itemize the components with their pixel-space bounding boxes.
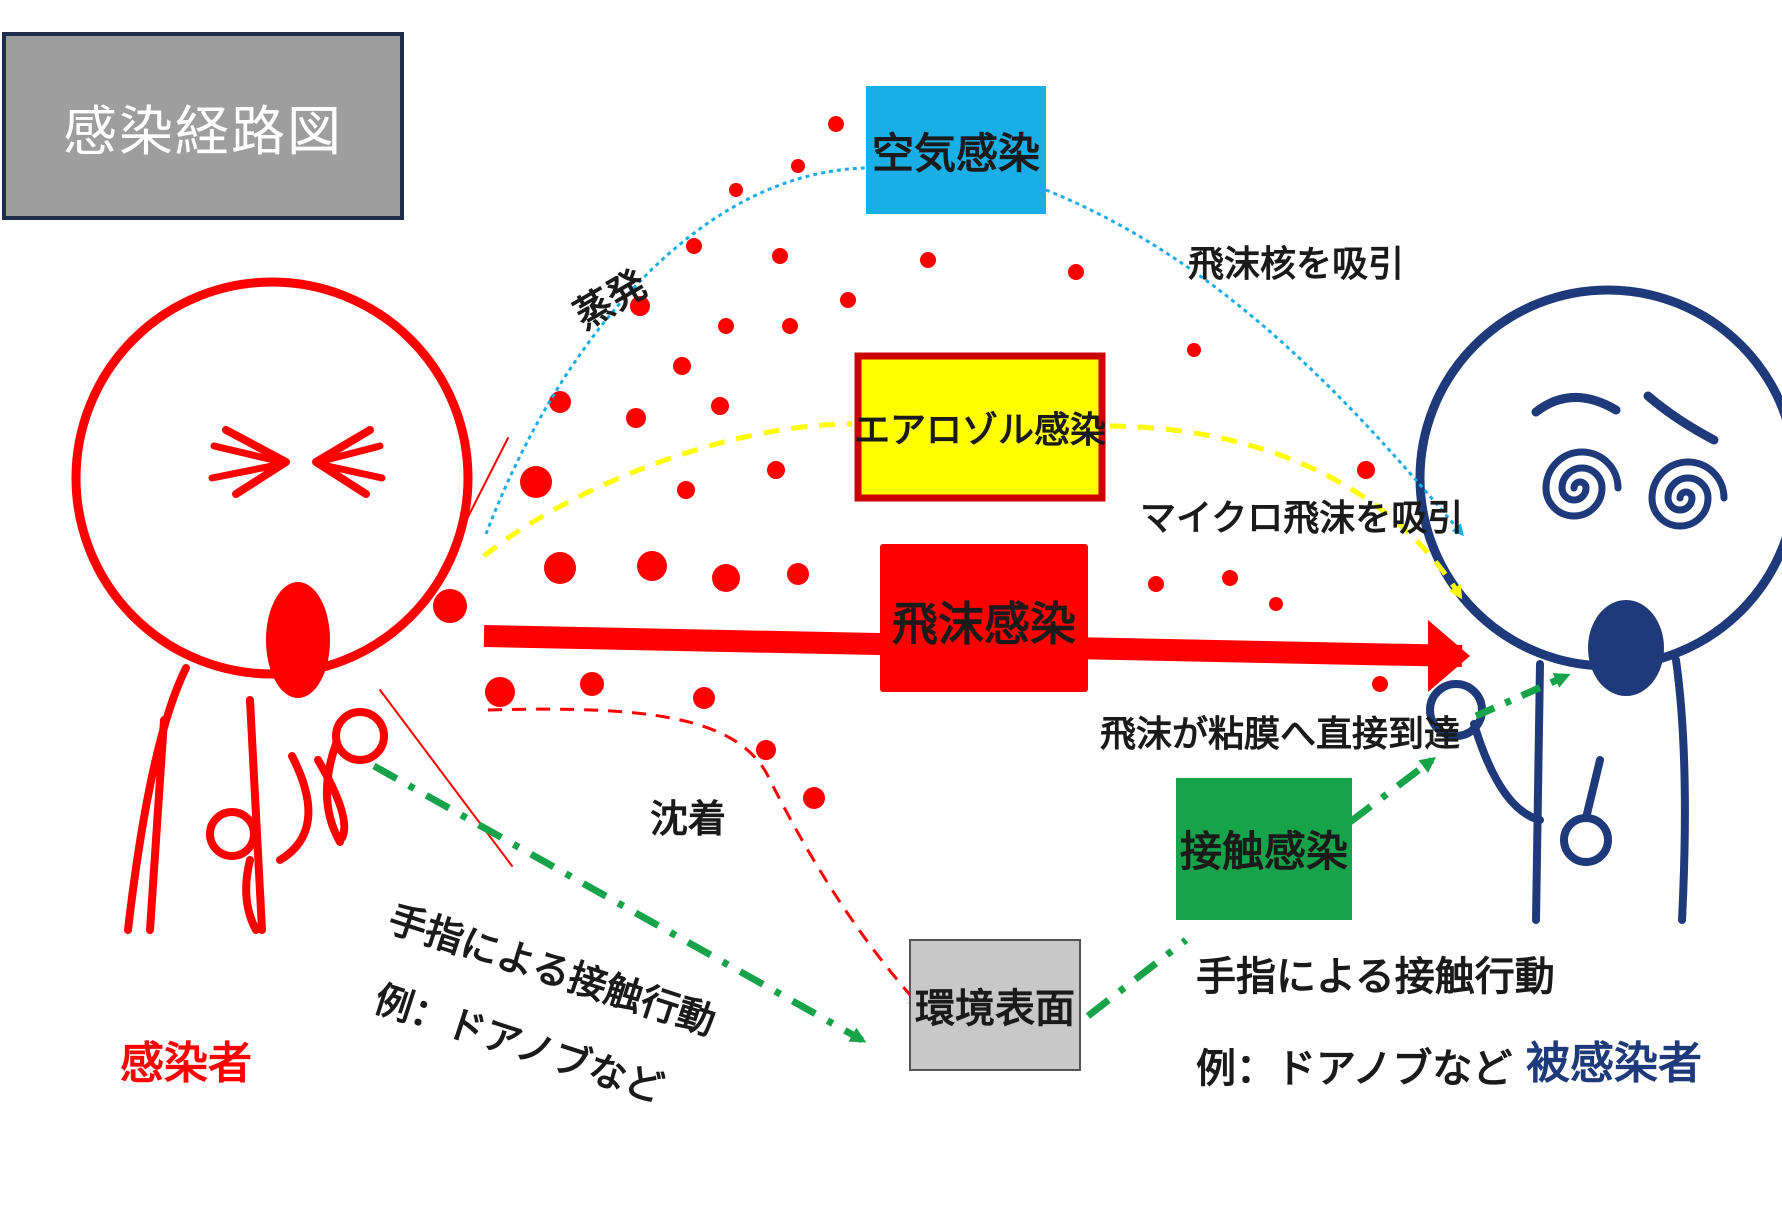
droplet bbox=[637, 551, 667, 581]
evaporation-label: 蒸発 bbox=[567, 261, 656, 338]
contact-to-mouth-path bbox=[1474, 672, 1571, 720]
droplet bbox=[433, 589, 467, 623]
droplet bbox=[673, 357, 691, 375]
droplet bbox=[693, 687, 715, 709]
droplet bbox=[520, 466, 552, 498]
droplet bbox=[626, 408, 646, 428]
droplet bbox=[772, 248, 788, 264]
infected-person-label: 感染者 bbox=[120, 1038, 252, 1089]
droplet-route-box: 飛沫感染 bbox=[880, 544, 1088, 692]
settling-label: 沈着 bbox=[650, 797, 726, 841]
droplet bbox=[1148, 576, 1164, 592]
droplet bbox=[729, 183, 743, 197]
susceptible-hand-lower bbox=[1560, 814, 1612, 866]
infected-eye-left bbox=[222, 426, 290, 498]
inhale-micro-label: マイクロ飛沫を吸引 bbox=[1140, 498, 1463, 539]
susceptible-eye-left-spiral bbox=[1542, 448, 1622, 520]
susceptible-body-right bbox=[1672, 656, 1689, 924]
droplet bbox=[711, 397, 729, 415]
droplet bbox=[803, 787, 825, 809]
infected-body bbox=[124, 664, 190, 934]
droplet bbox=[791, 159, 805, 173]
infected-head bbox=[71, 277, 473, 679]
infected-spray-line-bottom bbox=[379, 689, 513, 867]
droplet bbox=[787, 563, 809, 585]
example-right-label: 例：ドアノブなど bbox=[1196, 1046, 1512, 1092]
droplet bbox=[580, 672, 604, 696]
environment-surface-box-bg bbox=[909, 939, 1081, 1071]
aerosol-route-box-bg bbox=[854, 352, 1106, 502]
droplet bbox=[1269, 597, 1283, 611]
airborne-route-box: 空気感染 bbox=[866, 86, 1046, 214]
infected-arm bbox=[276, 752, 349, 864]
environment-surface-label: 環境表面 bbox=[915, 986, 1075, 1032]
infected-hand-wrist bbox=[322, 740, 344, 846]
droplet bbox=[544, 552, 576, 584]
droplet bbox=[712, 564, 740, 592]
infected-mouth bbox=[266, 582, 330, 698]
infected-person bbox=[71, 277, 513, 934]
infected-eye-left-lashes bbox=[208, 442, 286, 482]
droplet bbox=[782, 318, 798, 334]
infected-eye-right-lashes bbox=[314, 442, 386, 482]
droplet-route-label: 飛沫感染 bbox=[892, 597, 1076, 651]
hand-contact-right-label: 手指による接触行動 bbox=[1196, 954, 1555, 1000]
susceptible-person bbox=[1415, 285, 1782, 924]
page-title: 感染経路図 bbox=[63, 99, 343, 163]
droplet bbox=[1187, 343, 1201, 357]
airborne-route-path bbox=[484, 166, 1462, 534]
inhale-nuclei-label: 飛沫核を吸引 bbox=[1188, 244, 1404, 285]
susceptible-person-label: 被感染者 bbox=[1526, 1038, 1702, 1089]
droplet bbox=[1222, 570, 1238, 586]
droplet bbox=[756, 740, 776, 760]
settling-route-path bbox=[487, 707, 923, 1009]
droplet bbox=[677, 481, 695, 499]
droplet bbox=[718, 318, 734, 334]
environment-surface-box: 環境表面 bbox=[909, 939, 1081, 1071]
aerosol-route-label: エアロゾル感染 bbox=[854, 410, 1106, 451]
infected-torso-right bbox=[242, 696, 266, 934]
droplet bbox=[828, 116, 844, 132]
droplet bbox=[485, 677, 515, 707]
aerosol-route-path bbox=[482, 421, 1460, 596]
infected-spray-line-top bbox=[435, 437, 509, 581]
infected-hand bbox=[332, 708, 388, 764]
contact-route-box: 接触感染 bbox=[1176, 778, 1352, 920]
airborne-route-label: 空気感染 bbox=[872, 129, 1040, 178]
droplet-arrowhead bbox=[1428, 620, 1470, 692]
title-box: 感染経路図 bbox=[2, 32, 404, 220]
droplet-particles bbox=[433, 116, 1388, 809]
droplet bbox=[549, 391, 571, 413]
droplet bbox=[686, 238, 702, 254]
contact-route-label: 接触感染 bbox=[1180, 827, 1348, 876]
susceptible-brow-left bbox=[1531, 393, 1621, 417]
droplet bbox=[630, 296, 650, 316]
susceptible-brow-right bbox=[1643, 391, 1719, 445]
direct-mucosa-label: 飛沫が粘膜へ直接到達 bbox=[1100, 714, 1460, 755]
susceptible-mouth bbox=[1588, 600, 1664, 696]
susceptible-arm bbox=[1470, 720, 1544, 824]
droplet bbox=[1357, 461, 1375, 479]
susceptible-body-left bbox=[1532, 660, 1544, 924]
droplet bbox=[767, 461, 785, 479]
airborne-route-box-bg bbox=[866, 86, 1046, 214]
susceptible-arm-lower bbox=[1582, 756, 1604, 822]
infected-hand-lower bbox=[206, 808, 258, 860]
susceptible-eye-right-spiral bbox=[1648, 458, 1728, 530]
droplet bbox=[920, 252, 936, 268]
droplet bbox=[1068, 264, 1084, 280]
aerosol-route-box: エアロゾル感染 bbox=[854, 352, 1106, 502]
contact-route-box-bg bbox=[1176, 778, 1352, 920]
droplet bbox=[840, 292, 856, 308]
droplet-route-box-bg bbox=[880, 544, 1088, 692]
droplet bbox=[1372, 676, 1388, 692]
contact-route-path bbox=[1085, 760, 1432, 1019]
